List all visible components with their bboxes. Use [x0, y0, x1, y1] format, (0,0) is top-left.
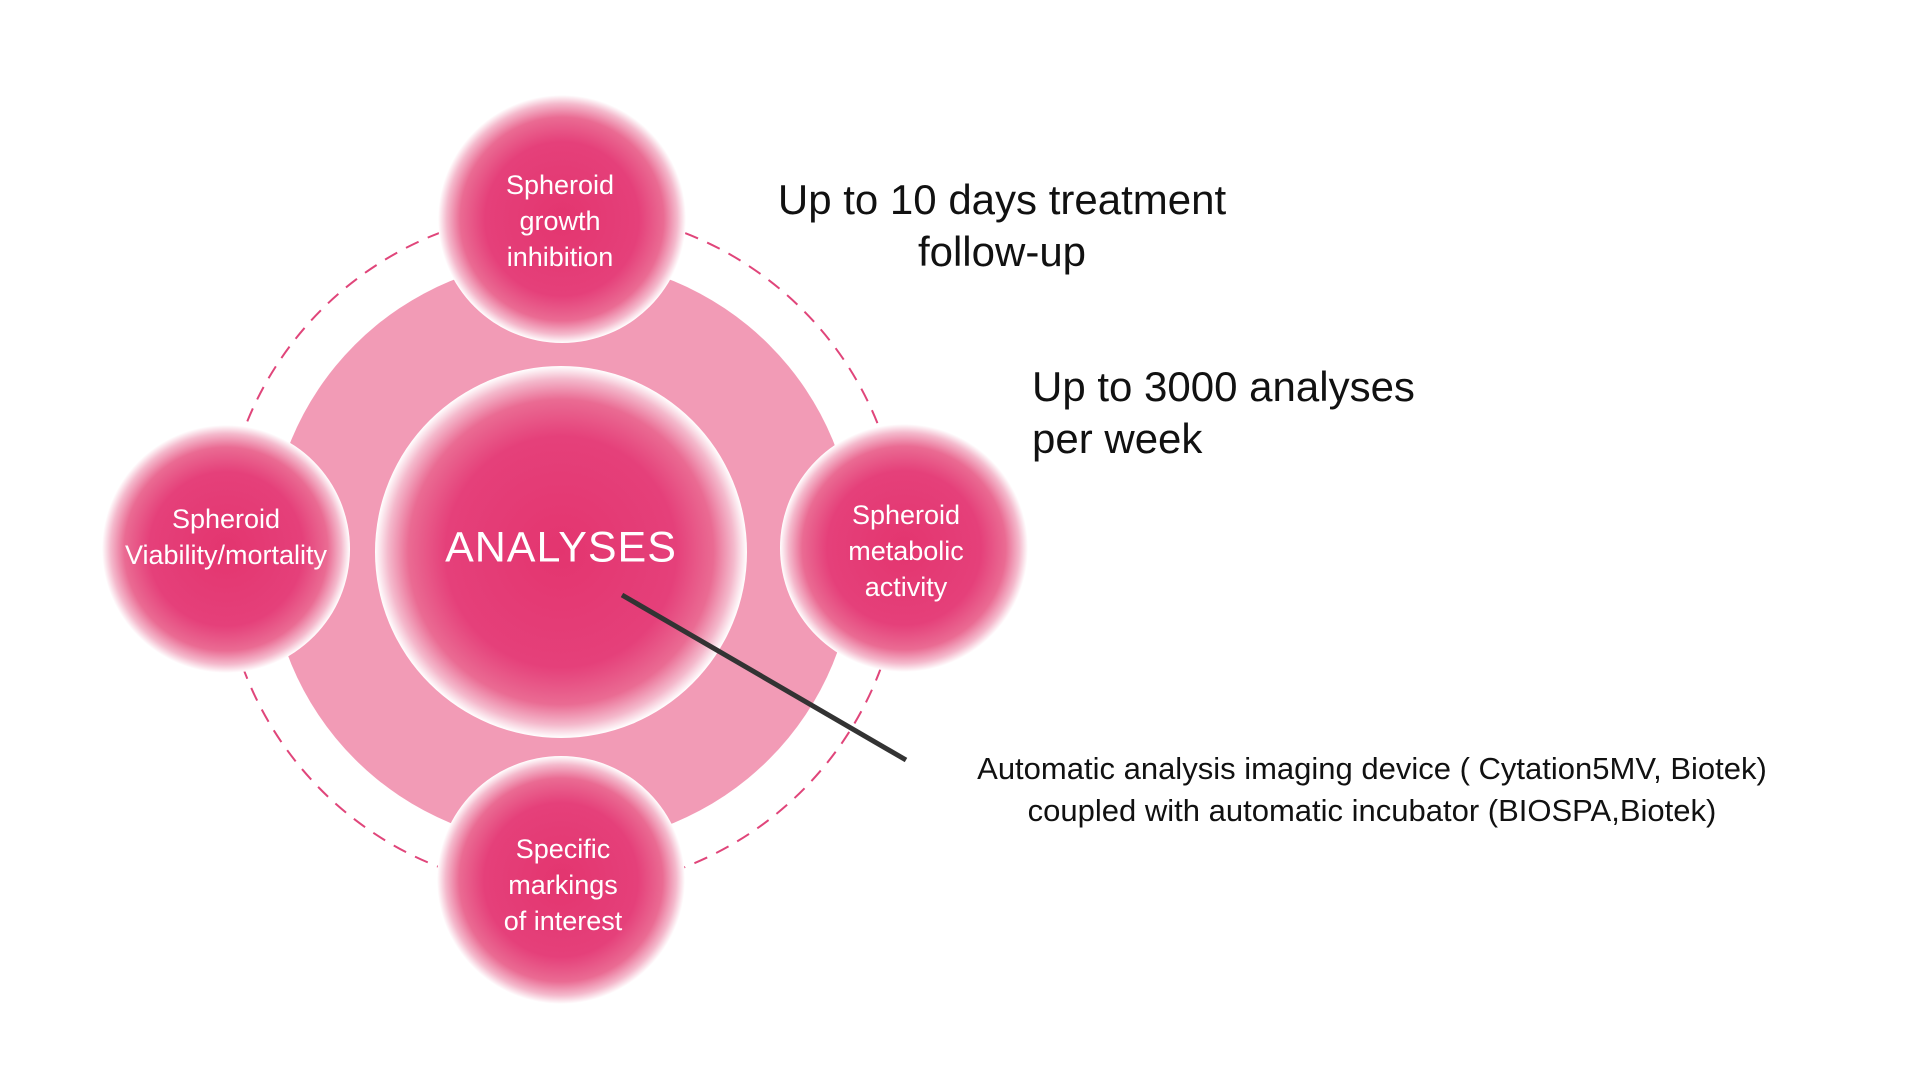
node-label-line: Spheroid [505, 170, 615, 200]
node-label-line: growth [519, 206, 601, 236]
node-label-line: activity [864, 572, 948, 602]
note-line: follow-up [917, 228, 1087, 275]
node-label-line: Viability/mortality [124, 540, 328, 570]
node-bubble-right [780, 424, 1028, 672]
note-throughput: Up to 3000 analyses per week [1032, 361, 1415, 465]
node-label-viability-mortality: Spheroid Viability/mortality [125, 501, 327, 573]
connector-line [620, 592, 908, 763]
node-label-line: Spheroid [851, 500, 961, 530]
node-label-specific-markings: Specific markings of interest [504, 831, 623, 939]
note-line: coupled with automatic incubator (BIOSPA… [1027, 793, 1717, 828]
note-line: Up to 3000 analyses [1032, 363, 1415, 410]
note-treatment-duration: Up to 10 days treatment follow-up [778, 174, 1226, 278]
node-bubble-top [438, 95, 686, 343]
node-bubble-bottom [437, 756, 685, 1004]
node-label-line: of interest [503, 906, 623, 936]
node-label-growth-inhibition: Spheroid growth inhibition [506, 167, 614, 275]
node-label-metabolic-activity: Spheroid metabolic activity [848, 497, 964, 605]
note-line: Up to 10 days treatment [777, 176, 1227, 223]
center-bubble [375, 366, 747, 738]
node-bubble-left [102, 425, 350, 673]
node-label-line: Spheroid [171, 504, 281, 534]
note-imaging-device: Automatic analysis imaging device ( Cyta… [977, 748, 1767, 832]
node-label-line: inhibition [506, 242, 614, 272]
center-label: ANALYSES [445, 523, 677, 572]
node-label-line: metabolic [848, 536, 964, 566]
node-label-line: markings [508, 870, 618, 900]
node-label-line: Specific [515, 834, 611, 864]
note-line: per week [1032, 415, 1203, 462]
note-line: Automatic analysis imaging device ( Cyta… [977, 751, 1767, 786]
